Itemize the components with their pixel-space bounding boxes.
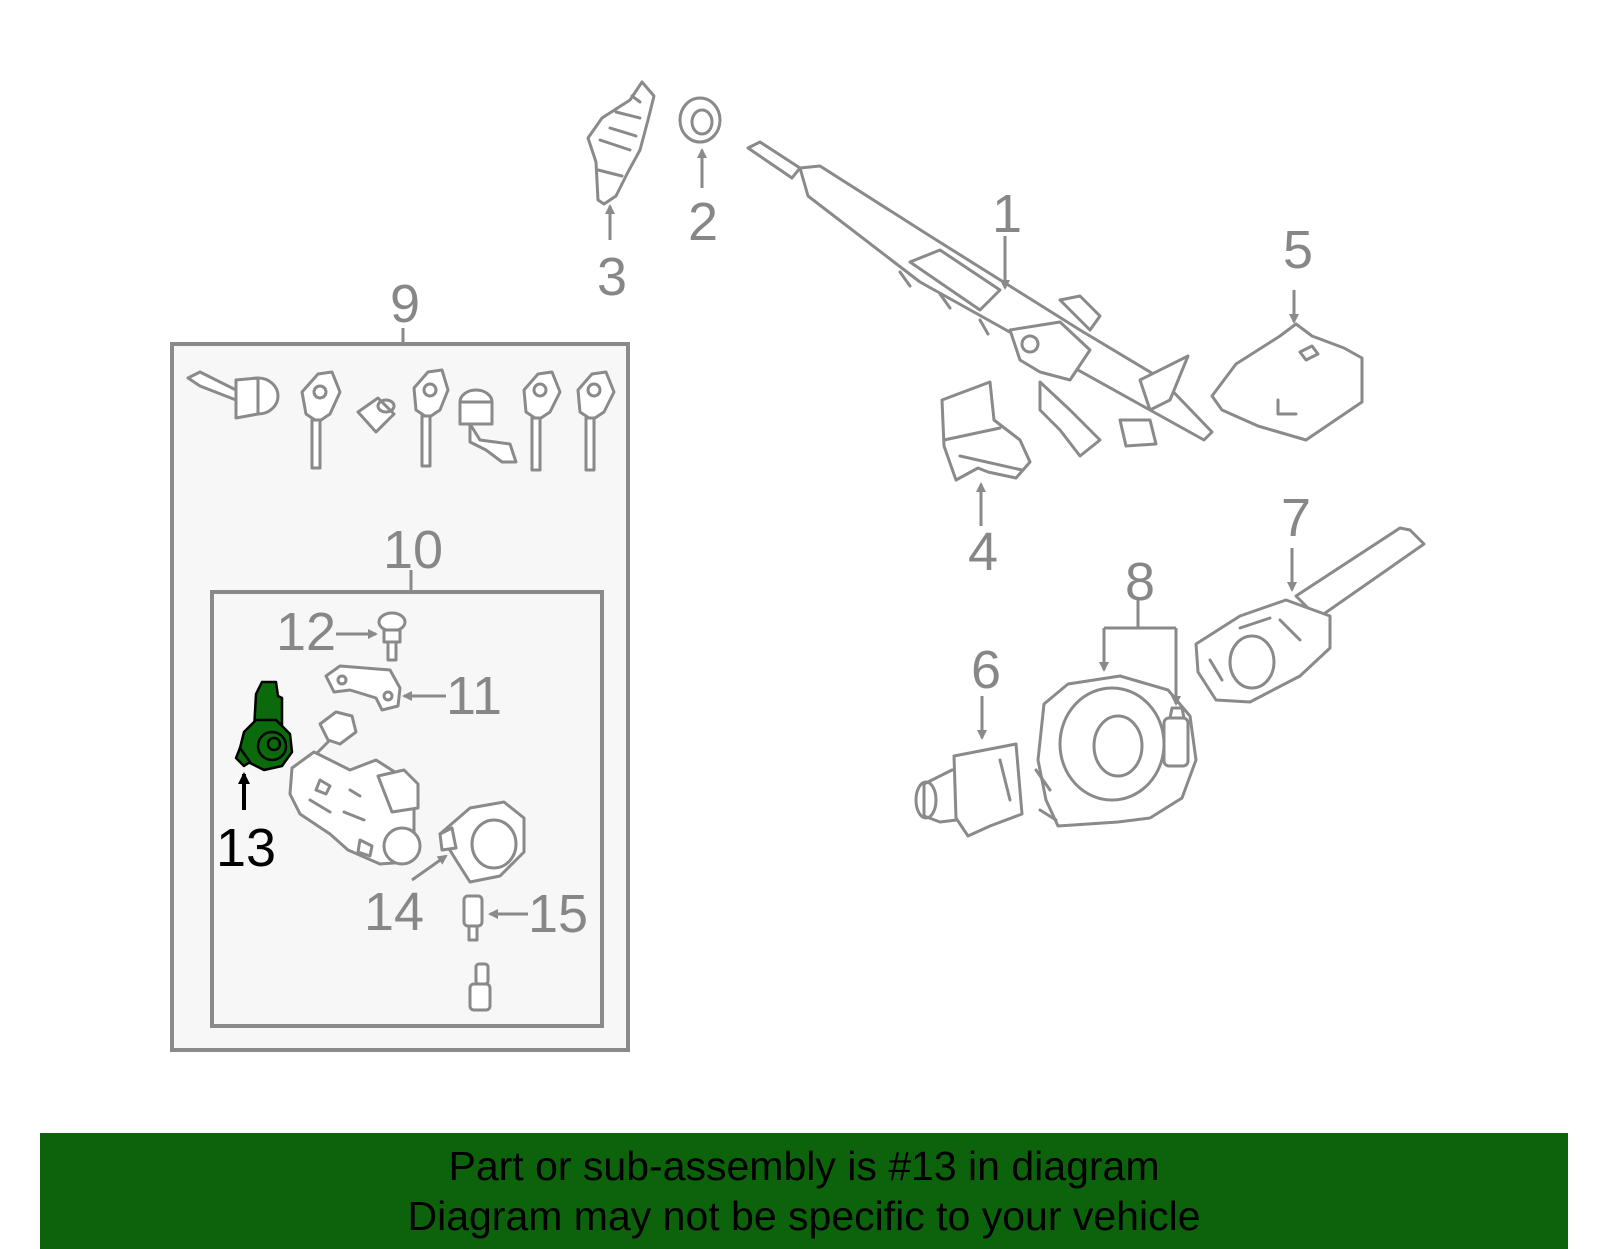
callout-1: 1	[992, 184, 1022, 244]
part-3-bracket	[586, 80, 656, 206]
part-11-clamp	[324, 664, 402, 712]
part-9-key-3	[522, 370, 562, 472]
callout-13: 13	[216, 818, 276, 878]
callout-12: 12	[276, 602, 336, 662]
part-9-lock-cylinder	[186, 370, 280, 420]
part-9-key-2	[412, 368, 450, 468]
callout-8: 8	[1125, 552, 1155, 612]
callout-8-leader	[1099, 600, 1181, 706]
banner-line-1: Part or sub-assembly is #13 in diagram	[448, 1143, 1160, 1189]
banner-line-2: Diagram may not be specific to your vehi…	[407, 1193, 1201, 1239]
part-1-steering-column	[746, 140, 1214, 458]
part-lock-body	[288, 710, 422, 866]
callout-10: 10	[383, 520, 443, 580]
callout-6: 6	[971, 640, 1001, 700]
callout-9: 9	[390, 274, 420, 334]
part-6-switch	[914, 742, 1024, 838]
part-9-cylinder-pin	[356, 396, 396, 434]
part-4-bracket	[940, 380, 1032, 482]
part-12-bolt	[377, 611, 407, 662]
callout-11: 11	[446, 666, 502, 726]
part-2-bushing	[678, 96, 722, 144]
callout-3: 3	[597, 247, 627, 307]
part-8-sensor	[1162, 706, 1190, 768]
part-pin-lower	[468, 962, 492, 1012]
part-14-ring	[438, 800, 526, 884]
callout-7: 7	[1281, 488, 1311, 548]
callout-2: 2	[688, 192, 718, 252]
callout-5: 5	[1283, 220, 1313, 280]
part-9-lock-housing	[458, 388, 518, 464]
part-5-cover	[1210, 322, 1364, 442]
part-7-combination-switch	[1194, 526, 1426, 704]
part-9-key-1	[300, 370, 342, 470]
callout-14-leader	[411, 854, 448, 882]
callout-14: 14	[364, 882, 424, 942]
callout-4: 4	[968, 522, 998, 582]
callout-15: 15	[528, 884, 588, 944]
part-9-key-4	[576, 370, 616, 472]
part-15-pin	[462, 894, 484, 942]
part-13-highlighted	[234, 680, 294, 772]
info-banner: Part or sub-assembly is #13 in diagram D…	[40, 1133, 1568, 1249]
